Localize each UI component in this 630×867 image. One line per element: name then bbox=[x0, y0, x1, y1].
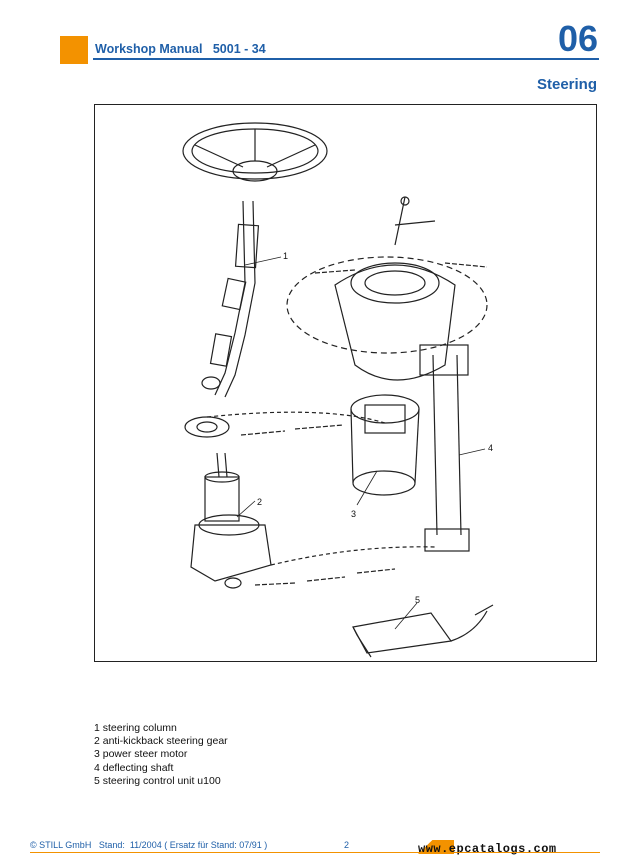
sprocket bbox=[184, 416, 230, 438]
callout-3: 3 bbox=[351, 509, 356, 519]
callout-5: 5 bbox=[415, 595, 420, 605]
manual-title: Workshop Manual 5001 - 34 bbox=[95, 42, 266, 56]
legend-item: 4 deflecting shaft bbox=[94, 761, 174, 774]
parts-legend: 1 steering column 2 anti-kickback steeri… bbox=[94, 722, 228, 788]
footer-copyright: © STILL GmbH Stand: 11/2004 ( Ersatz für… bbox=[30, 840, 268, 850]
diagram-drawing: 1 2 3 4 5 bbox=[182, 122, 494, 658]
steering-wheel bbox=[182, 122, 328, 180]
section-title: Steering bbox=[536, 76, 597, 93]
legend-item: 2 anti-kickback steering gear bbox=[94, 735, 228, 748]
footer-divider bbox=[30, 852, 600, 853]
steering-exploded-diagram: 1 2 3 4 5 bbox=[94, 104, 597, 662]
callout-2: 2 bbox=[257, 497, 262, 507]
legend-item: 1 steering column bbox=[94, 722, 177, 734]
callout-4: 4 bbox=[488, 443, 493, 453]
chapter-number: 06 bbox=[557, 18, 598, 59]
page-number: 2 bbox=[344, 840, 350, 850]
callout-1: 1 bbox=[283, 251, 288, 261]
watermark-url: www.epcatalogs.com bbox=[418, 842, 557, 856]
brand-logo-block bbox=[60, 36, 88, 64]
legend-item: 5 steering control unit u100 bbox=[94, 774, 221, 787]
legend-item: 3 power steer motor bbox=[94, 748, 188, 761]
header-divider bbox=[93, 58, 599, 60]
